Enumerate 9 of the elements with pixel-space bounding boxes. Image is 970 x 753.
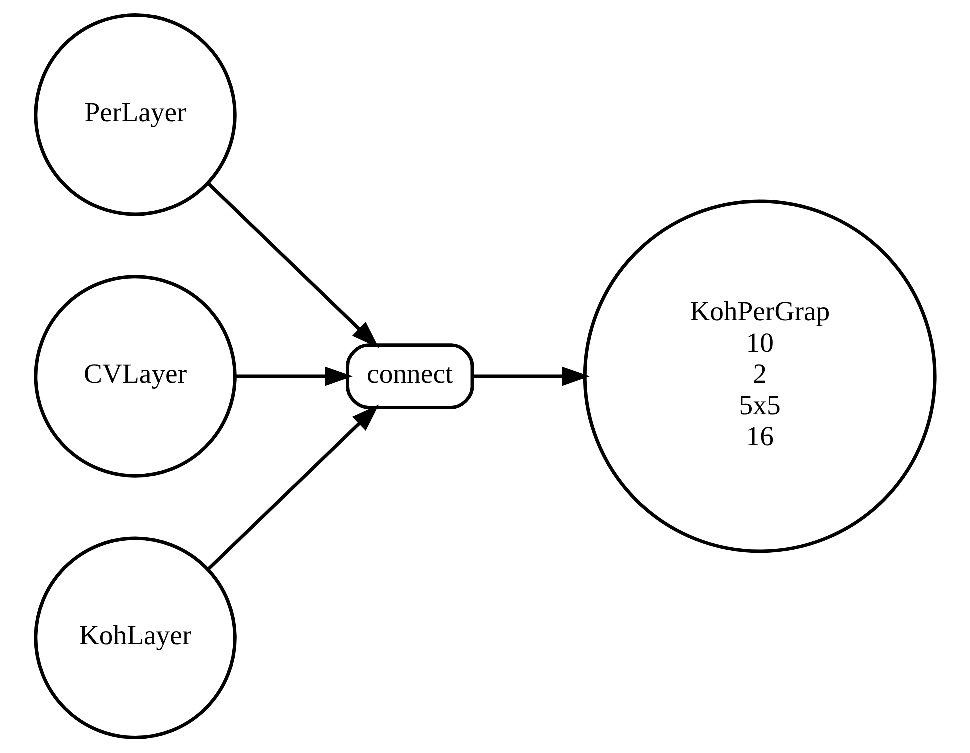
node-circle: CVLayer	[34, 275, 236, 478]
node-circle: KohPerGrap 10 2 5x5 16	[582, 200, 936, 554]
node-circle: PerLayer	[34, 14, 236, 216]
arrow	[234, 366, 352, 386]
arrow	[206, 182, 379, 348]
arrow	[206, 404, 379, 571]
node-circle: KohLayer	[34, 536, 236, 740]
node-box: connect	[346, 344, 474, 410]
arrow	[472, 366, 590, 386]
